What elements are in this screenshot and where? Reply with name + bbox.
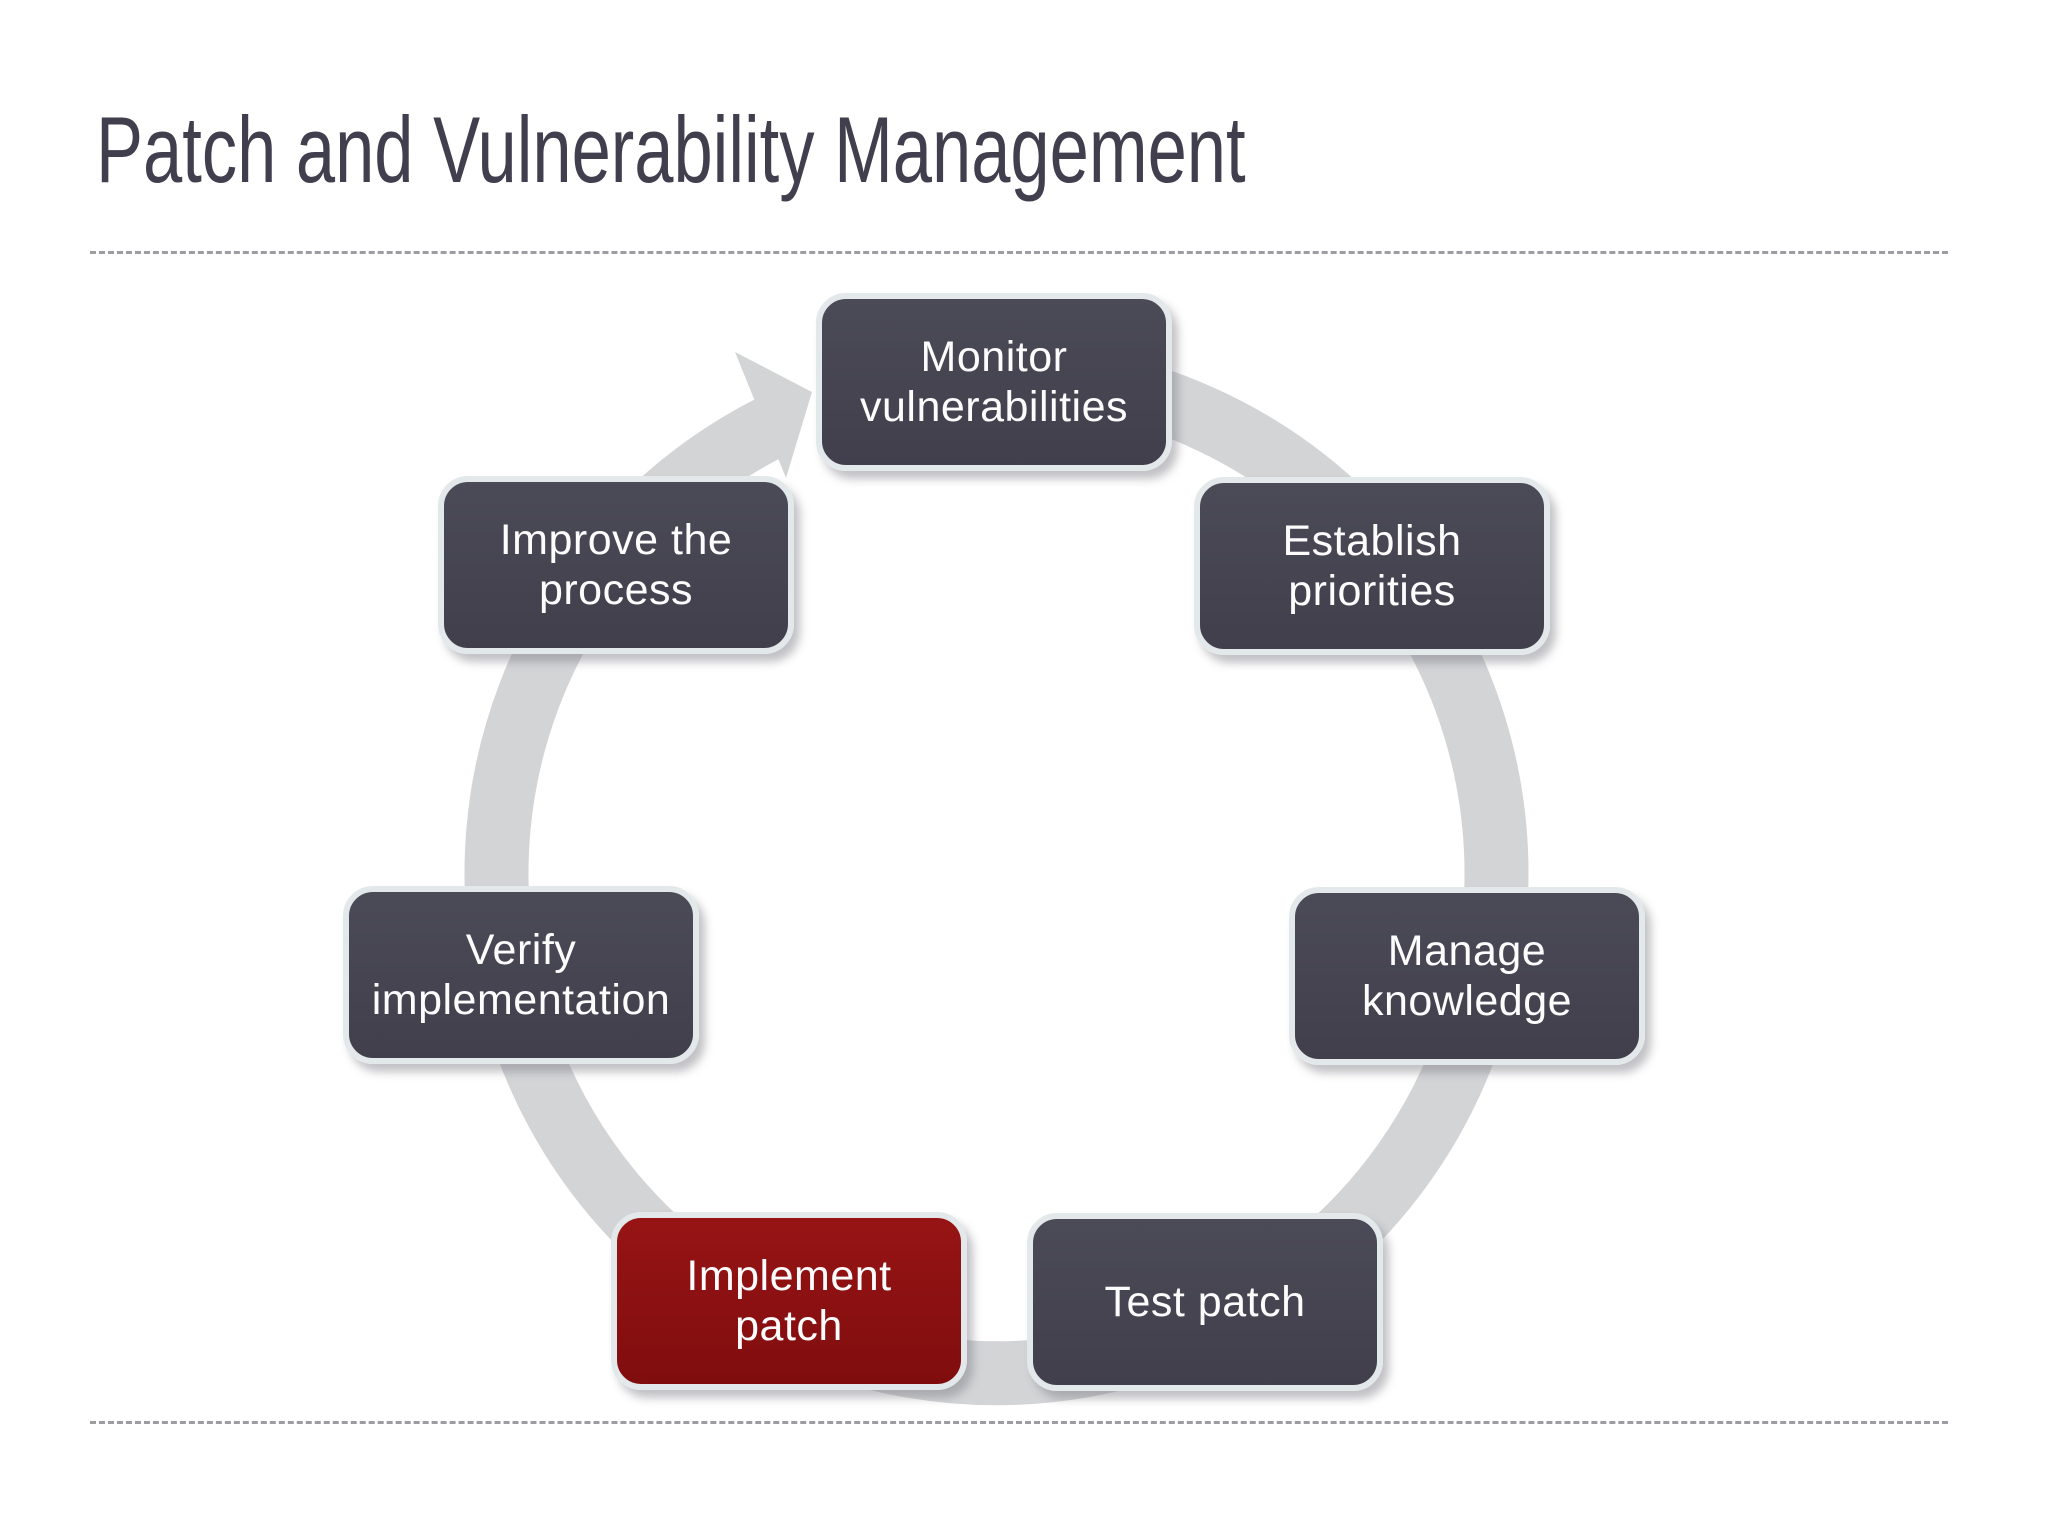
step-label: Monitor [920, 333, 1068, 381]
page-title: Patch and Vulnerability Management [96, 97, 1246, 202]
cycle-step-verify-implementation: Verify implementation [343, 886, 699, 1064]
step-label: knowledge [1361, 977, 1573, 1025]
cycle-arrowhead-icon [735, 352, 812, 478]
step-label: process [538, 566, 694, 614]
cycle-step-implement-patch-highlighted: Implement patch [611, 1212, 967, 1390]
cycle-step-improve-the-process: Improve the process [438, 476, 794, 654]
step-label: vulnerabilities [859, 383, 1129, 431]
cycle-step-test-patch: Test patch [1027, 1213, 1383, 1391]
step-label: Manage [1387, 927, 1547, 975]
step-label: Test patch [1104, 1278, 1306, 1326]
step-label: implementation [371, 976, 671, 1024]
step-label: Verify [465, 926, 577, 974]
step-label: Implement [686, 1252, 892, 1300]
cycle-step-establish-priorities: Establish priorities [1194, 477, 1550, 655]
divider-bottom [90, 1421, 1948, 1424]
step-label: Establish [1282, 517, 1462, 565]
cycle-step-monitor-vulnerabilities: Monitor vulnerabilities [816, 293, 1172, 471]
cycle-step-manage-knowledge: Manage knowledge [1289, 887, 1645, 1065]
step-label: patch [735, 1302, 843, 1350]
step-label: Improve the [499, 516, 733, 564]
step-label: priorities [1288, 567, 1456, 615]
divider-top [90, 251, 1948, 254]
